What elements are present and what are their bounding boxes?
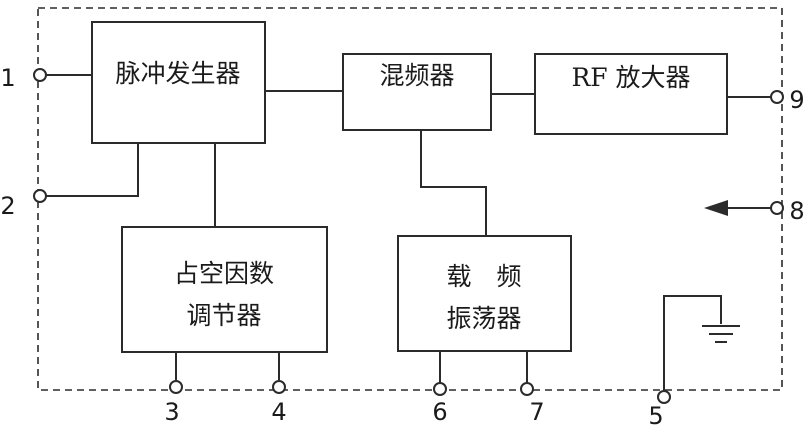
pin-8 (770, 201, 784, 215)
pin-5 (657, 390, 671, 404)
pin-3 (169, 380, 183, 394)
pin-2 (33, 189, 47, 203)
wire-pin2-pulse (46, 143, 139, 197)
pin-9-number: 9 (789, 86, 804, 114)
carrier-oscillator-block (397, 235, 572, 352)
pulse-generator-block (91, 21, 266, 144)
pin-6 (433, 382, 447, 396)
pin-7-number: 7 (529, 398, 544, 426)
pin-9 (770, 90, 784, 104)
pin-5-number: 5 (648, 402, 663, 429)
mixer-block (342, 53, 492, 131)
pin-4-number: 4 (271, 398, 286, 426)
pin-7 (520, 382, 534, 396)
wire-mixer-oscillator (420, 130, 487, 236)
pin-8-number: 8 (789, 197, 804, 225)
pulse-generator-label: 脉冲发生器 (115, 59, 240, 88)
carrier-oscillator-label-line2: 振荡器 (446, 304, 521, 333)
pin-2-number: 2 (0, 192, 15, 220)
pin-4 (272, 380, 286, 394)
pin-1-number: 1 (0, 64, 15, 92)
arrow-icon (704, 200, 728, 216)
pin-1 (33, 68, 47, 82)
duty-cycle-adjuster-label-line1: 占空因数 (174, 259, 274, 288)
carrier-oscillator-label-line1: 载 频 (446, 262, 521, 291)
ground-icon (702, 325, 740, 343)
duty-cycle-adjuster-label-line2: 调节器 (186, 301, 261, 330)
rf-amplifier-label: RF 放大器 (571, 63, 690, 92)
pin-3-number: 3 (164, 398, 179, 426)
mixer-label: 混频器 (379, 61, 454, 90)
duty-cycle-adjuster-block (121, 226, 328, 353)
pin-6-number: 6 (432, 398, 447, 426)
wire-ground (663, 295, 722, 390)
chip-outline (37, 7, 783, 391)
rf-amplifier-block (534, 53, 728, 135)
